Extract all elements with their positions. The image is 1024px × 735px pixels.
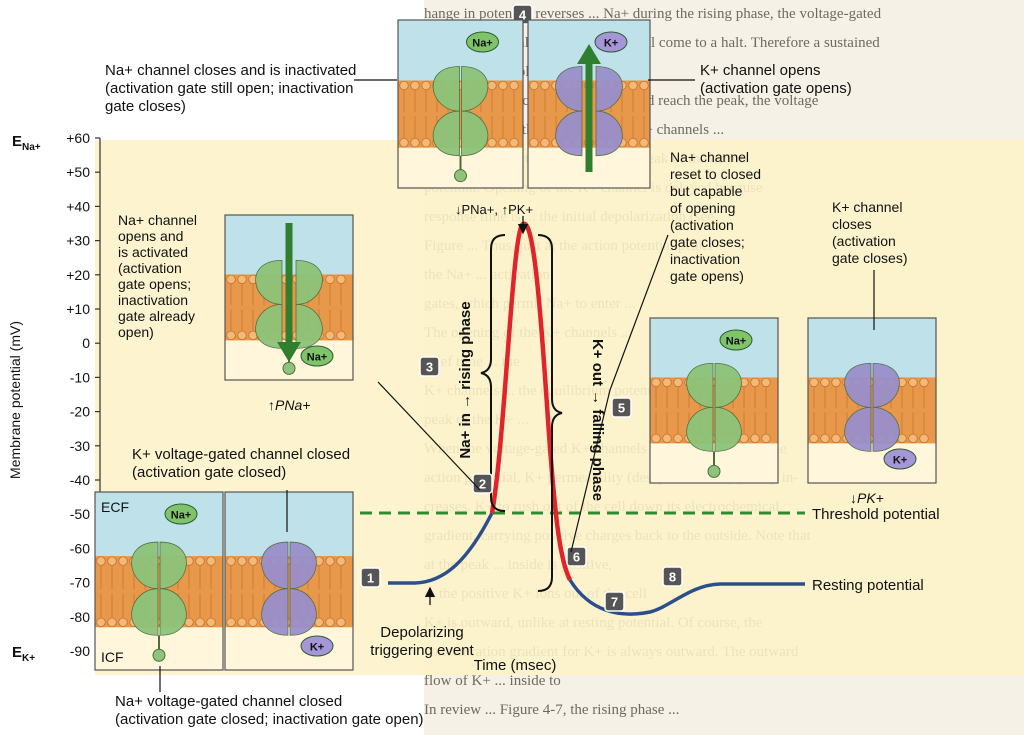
e-na-label: ENa+ <box>12 133 41 153</box>
caption-na-inactivated: Na+ channel closes and is inactivated(ac… <box>105 62 356 115</box>
panel-na-open: Na+ <box>224 214 354 381</box>
step-marker-1: 1 <box>360 567 381 588</box>
background-text-line: flow of K+ ... inside to <box>424 673 561 689</box>
y-tick-label: -30 <box>70 438 90 454</box>
svg-text:6: 6 <box>573 550 580 565</box>
caption-resting-na: Na+ voltage-gated channel closed(activat… <box>115 693 424 728</box>
caption-resting-k: K+ voltage-gated channel closed(activati… <box>132 446 350 481</box>
depolarizing-segment <box>388 512 494 585</box>
svg-text:Na+: Na+ <box>307 352 328 364</box>
panel-na-inactivated: Na+ <box>397 19 524 189</box>
peak-permeability-label: ↓PNa+, ↑PK+ <box>455 202 533 217</box>
svg-text:K+: K+ <box>604 38 618 50</box>
falling-brace <box>537 234 563 592</box>
y-tick-label: -50 <box>70 506 90 522</box>
e-k-label: EK+ <box>12 644 35 664</box>
svg-text:8: 8 <box>669 570 676 585</box>
panel-na-reset: Na+ <box>649 317 779 484</box>
step-marker-6: 6 <box>566 546 587 567</box>
step-marker-7: 7 <box>604 591 625 612</box>
rising-brace <box>480 234 506 512</box>
svg-text:Na+: Na+ <box>171 510 192 522</box>
caption-k-open: K+ channel opens(activation gate opens) <box>700 62 852 97</box>
p-k-label: ↓PK+ <box>850 490 884 506</box>
panel-k-closed: K+ <box>224 491 354 671</box>
leader-lines <box>159 79 875 692</box>
y-tick-label: -40 <box>70 472 90 488</box>
step-marker-5: 5 <box>611 397 632 418</box>
spike-segment <box>489 221 573 582</box>
step-markers: 1 2 3 4 5 6 7 8 <box>360 4 683 612</box>
y-tick-label: -90 <box>70 643 90 659</box>
icf-label: ICF <box>101 649 124 665</box>
svg-text:Na+: Na+ <box>726 336 747 348</box>
svg-text:4: 4 <box>519 8 527 23</box>
y-tick-label: -70 <box>70 575 90 591</box>
svg-text:7: 7 <box>611 595 618 610</box>
p-na-label: ↑PNa+ <box>268 397 310 413</box>
svg-text:5: 5 <box>618 401 625 416</box>
panel-k-open: K+ <box>527 19 651 189</box>
y-tick-label: -60 <box>70 540 90 556</box>
svg-text:1: 1 <box>367 571 374 586</box>
after-hyperpolarization-segment <box>568 579 805 616</box>
rising-phase-label: Na+ in → rising phase <box>457 301 474 458</box>
trigger-label-2: triggering event <box>370 642 474 659</box>
svg-text:K+: K+ <box>893 455 907 467</box>
y-tick-label: +10 <box>66 301 90 317</box>
x-axis-label: Time (msec) <box>474 657 557 674</box>
y-tick-label: -80 <box>70 609 90 625</box>
y-tick-label: +50 <box>66 164 90 180</box>
y-tick-label: +40 <box>66 198 90 214</box>
panel-na-closed: Na+ <box>94 491 224 671</box>
background-text-line: hange in potential reverses ... Na+ duri… <box>424 6 882 22</box>
svg-text:3: 3 <box>426 360 433 375</box>
y-tick-label: 0 <box>82 335 90 351</box>
y-tick-label: +60 <box>66 130 90 146</box>
falling-phase-label: K+ out → falling phase <box>589 339 606 501</box>
svg-text:K+: K+ <box>310 642 324 654</box>
y-tick-label: -20 <box>70 404 90 420</box>
step-marker-3: 3 <box>419 356 440 377</box>
step-marker-8: 8 <box>662 566 683 587</box>
ecf-label: ECF <box>101 499 129 515</box>
resting-label: Resting potential <box>812 577 924 594</box>
action-potential-curve <box>388 221 805 616</box>
y-axis-label: Membrane potential (mV) <box>7 321 23 479</box>
svg-text:2: 2 <box>479 477 486 492</box>
y-tick-label: +20 <box>66 267 90 283</box>
y-tick-label: -10 <box>70 369 90 385</box>
y-axis: +60 +50 +40 +30 +20 +10 0 -10 -20 -30 -40 -50 -60 -70… <box>7 130 101 664</box>
panel-k-closing: K+ <box>807 317 937 484</box>
step-marker-2: 2 <box>472 473 493 494</box>
y-tick-label: +30 <box>66 233 90 249</box>
threshold-label: Threshold potential <box>812 506 940 523</box>
svg-text:Na+: Na+ <box>472 38 493 50</box>
trigger-label-1: Depolarizing <box>380 624 463 641</box>
background-text-line: In review ... Figure 4-7, the rising pha… <box>424 702 680 718</box>
